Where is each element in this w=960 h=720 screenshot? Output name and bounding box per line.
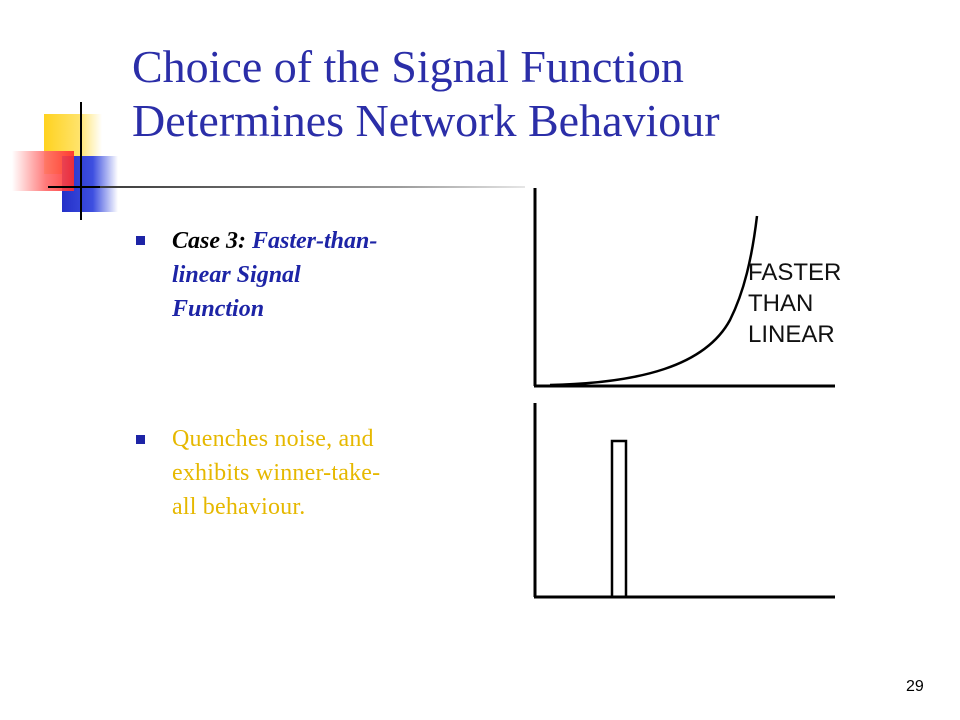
- square-bullet-icon: [136, 435, 145, 444]
- logo-vertical-line: [80, 102, 82, 220]
- title-underline: [100, 186, 525, 188]
- signal-curve: [549, 215, 759, 387]
- bullet-text: Quenches noise, and exhibits winner-take…: [172, 422, 506, 524]
- curve-label: FASTER THAN LINEAR: [748, 257, 841, 350]
- bullet-line-3: Function: [172, 296, 265, 322]
- curve-label-line-1: FASTER: [748, 259, 842, 286]
- bullet-quenches-noise: Quenches noise, and exhibits winner-take…: [136, 422, 506, 524]
- winner-spike: [610, 439, 628, 597]
- bullet-line-2: exhibits winner-take-: [172, 460, 381, 486]
- bullet-lead: Case 3:: [172, 228, 252, 254]
- bullet-line-1: Quenches noise, and: [172, 426, 374, 452]
- logo-red-square: [12, 151, 74, 191]
- winner-take-all-plot: [533, 403, 835, 599]
- bullet-line-3: all behaviour.: [172, 494, 306, 520]
- curve-label-line-2: THAN: [748, 290, 814, 317]
- faster-than-linear-plot: [533, 188, 835, 388]
- bullet-line-2: linear Signal: [172, 262, 301, 288]
- logo-horizontal-line: [48, 186, 128, 188]
- square-bullet-icon: [136, 236, 145, 245]
- title-line-1: Choice of the Signal Function: [132, 41, 684, 92]
- bullet-line-1: Faster-than-: [252, 228, 378, 254]
- curve-label-line-3: LINEAR: [748, 321, 835, 348]
- bullet-case-3: Case 3: Faster-than- linear Signal Funct…: [136, 224, 506, 326]
- page-number: 29: [906, 678, 924, 695]
- title-line-2: Determines Network Behaviour: [132, 95, 720, 146]
- bullet-text: Case 3: Faster-than- linear Signal Funct…: [172, 224, 506, 326]
- slide-title: Choice of the Signal Function Determines…: [132, 40, 932, 148]
